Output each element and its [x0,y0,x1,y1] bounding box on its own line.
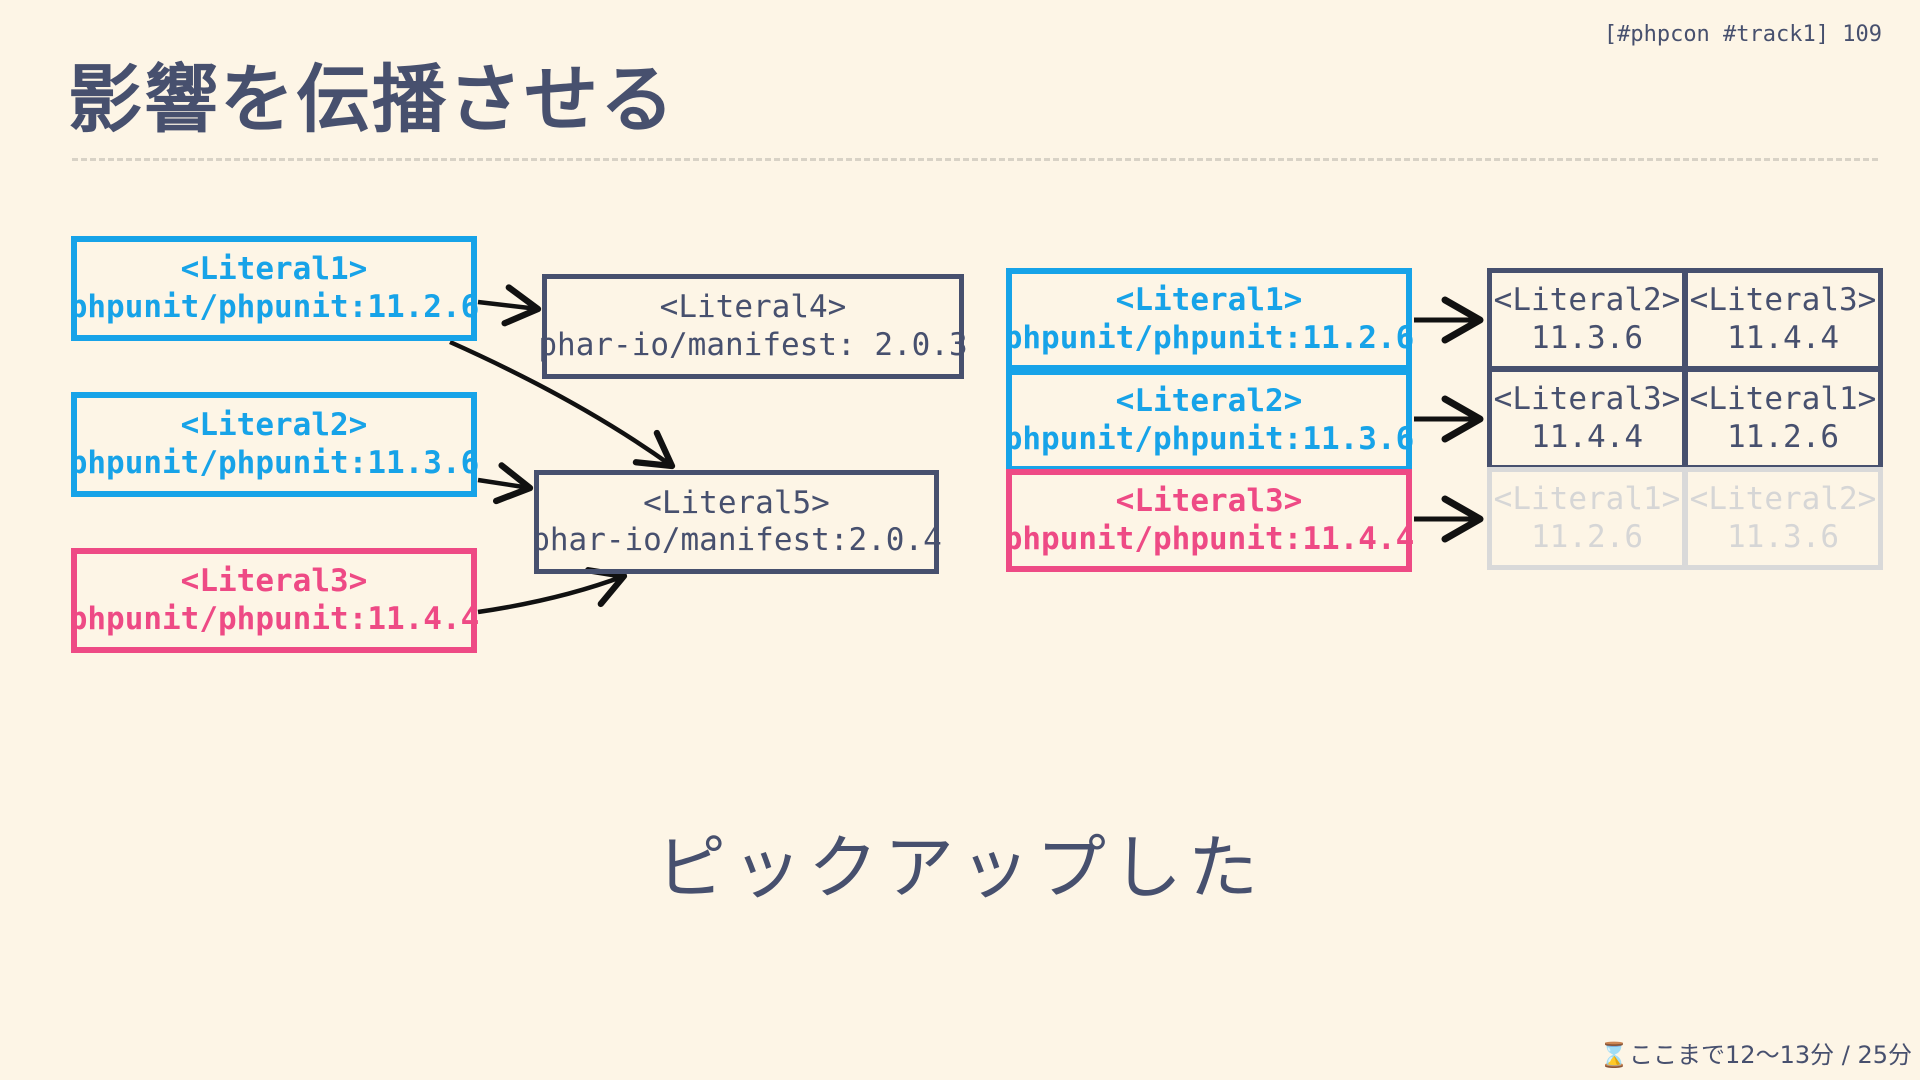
arrow-literal2-to-literal5 [477,462,534,505]
source-literal2-value: phpunit/phpunit:11.3.6 [68,444,480,481]
hourglass-icon: ⌛ [1599,1041,1630,1069]
source-literal1-label: <Literal1> [180,251,368,288]
row1-cell1: <Literal2> 11.3.6 [1487,268,1687,371]
source-literal3: <Literal3> phpunit/phpunit:11.4.4 [68,548,480,653]
row3-source-label: <Literal3> [1115,483,1303,520]
row1-source-label: <Literal1> [1115,282,1303,319]
target-literal4-label: <Literal4> [659,289,847,326]
target-literal5-value: phar-io/manifest:2.0.4 [531,522,942,558]
row3-source-value: phpunit/phpunit:11.4.4 [1003,520,1415,557]
row1-cell1-value: 11.3.6 [1531,319,1643,356]
arrow-literal1-to-literal4 [477,284,542,327]
row3-cell1-label: <Literal1> [1493,481,1681,518]
target-literal4-value: phar-io/manifest: 2.0.3 [538,326,968,363]
arrow-literal1-to-literal5 [449,339,676,470]
row2-cell2: <Literal1> 11.2.6 [1683,367,1883,470]
row1-source: <Literal1> phpunit/phpunit:11.2.6 [1003,268,1415,371]
row3-cell1-value: 11.2.6 [1531,518,1643,555]
row2-cell1-label: <Literal3> [1493,381,1681,418]
row3-source: <Literal3> phpunit/phpunit:11.4.4 [1003,469,1415,572]
arrow-literal3-to-literal5 [477,567,628,615]
row3-cell2-label: <Literal2> [1689,481,1877,518]
source-literal1: <Literal1> phpunit/phpunit:11.2.6 [68,236,480,341]
target-literal4: <Literal4> phar-io/manifest: 2.0.3 [538,274,968,379]
row1-cell1-label: <Literal2> [1493,282,1681,319]
target-literal5-label: <Literal5> [643,484,830,521]
target-literal5: <Literal5> phar-io/manifest:2.0.4 [531,470,942,574]
row1-cell2-label: <Literal3> [1689,282,1877,319]
row3-cell2-value: 11.3.6 [1727,518,1839,555]
timer-text: ここまで12〜13分 / 25分 [1629,1041,1912,1069]
slide-title: 影響を伝播させる [68,57,676,143]
caption: ピックアップした [656,827,1264,909]
source-literal3-value: phpunit/phpunit:11.4.4 [68,600,480,637]
row3-cell2: <Literal2> 11.3.6 [1683,467,1883,570]
row1-cell2: <Literal3> 11.4.4 [1683,268,1883,371]
source-literal2: <Literal2> phpunit/phpunit:11.3.6 [68,392,480,497]
row2-cell1: <Literal3> 11.4.4 [1487,367,1687,470]
source-literal1-value: phpunit/phpunit:11.2.6 [68,288,480,325]
row2-source-label: <Literal2> [1115,383,1303,420]
slide-tag: [#phpcon #track1] 109 [1603,22,1882,47]
row2-cell2-label: <Literal1> [1689,381,1877,418]
title-divider [72,158,1878,161]
source-literal3-label: <Literal3> [180,563,368,600]
timer: ⌛ここまで12〜13分 / 25分 [1599,1035,1912,1070]
row1-source-value: phpunit/phpunit:11.2.6 [1003,319,1415,356]
source-literal2-label: <Literal2> [180,407,368,444]
row2-cell2-value: 11.2.6 [1727,418,1839,455]
row2-source: <Literal2> phpunit/phpunit:11.3.6 [1003,369,1415,472]
row3-cell1: <Literal1> 11.2.6 [1487,467,1687,570]
row2-source-value: phpunit/phpunit:11.3.6 [1003,420,1415,457]
row2-cell1-value: 11.4.4 [1531,418,1643,455]
row1-cell2-value: 11.4.4 [1727,319,1839,356]
